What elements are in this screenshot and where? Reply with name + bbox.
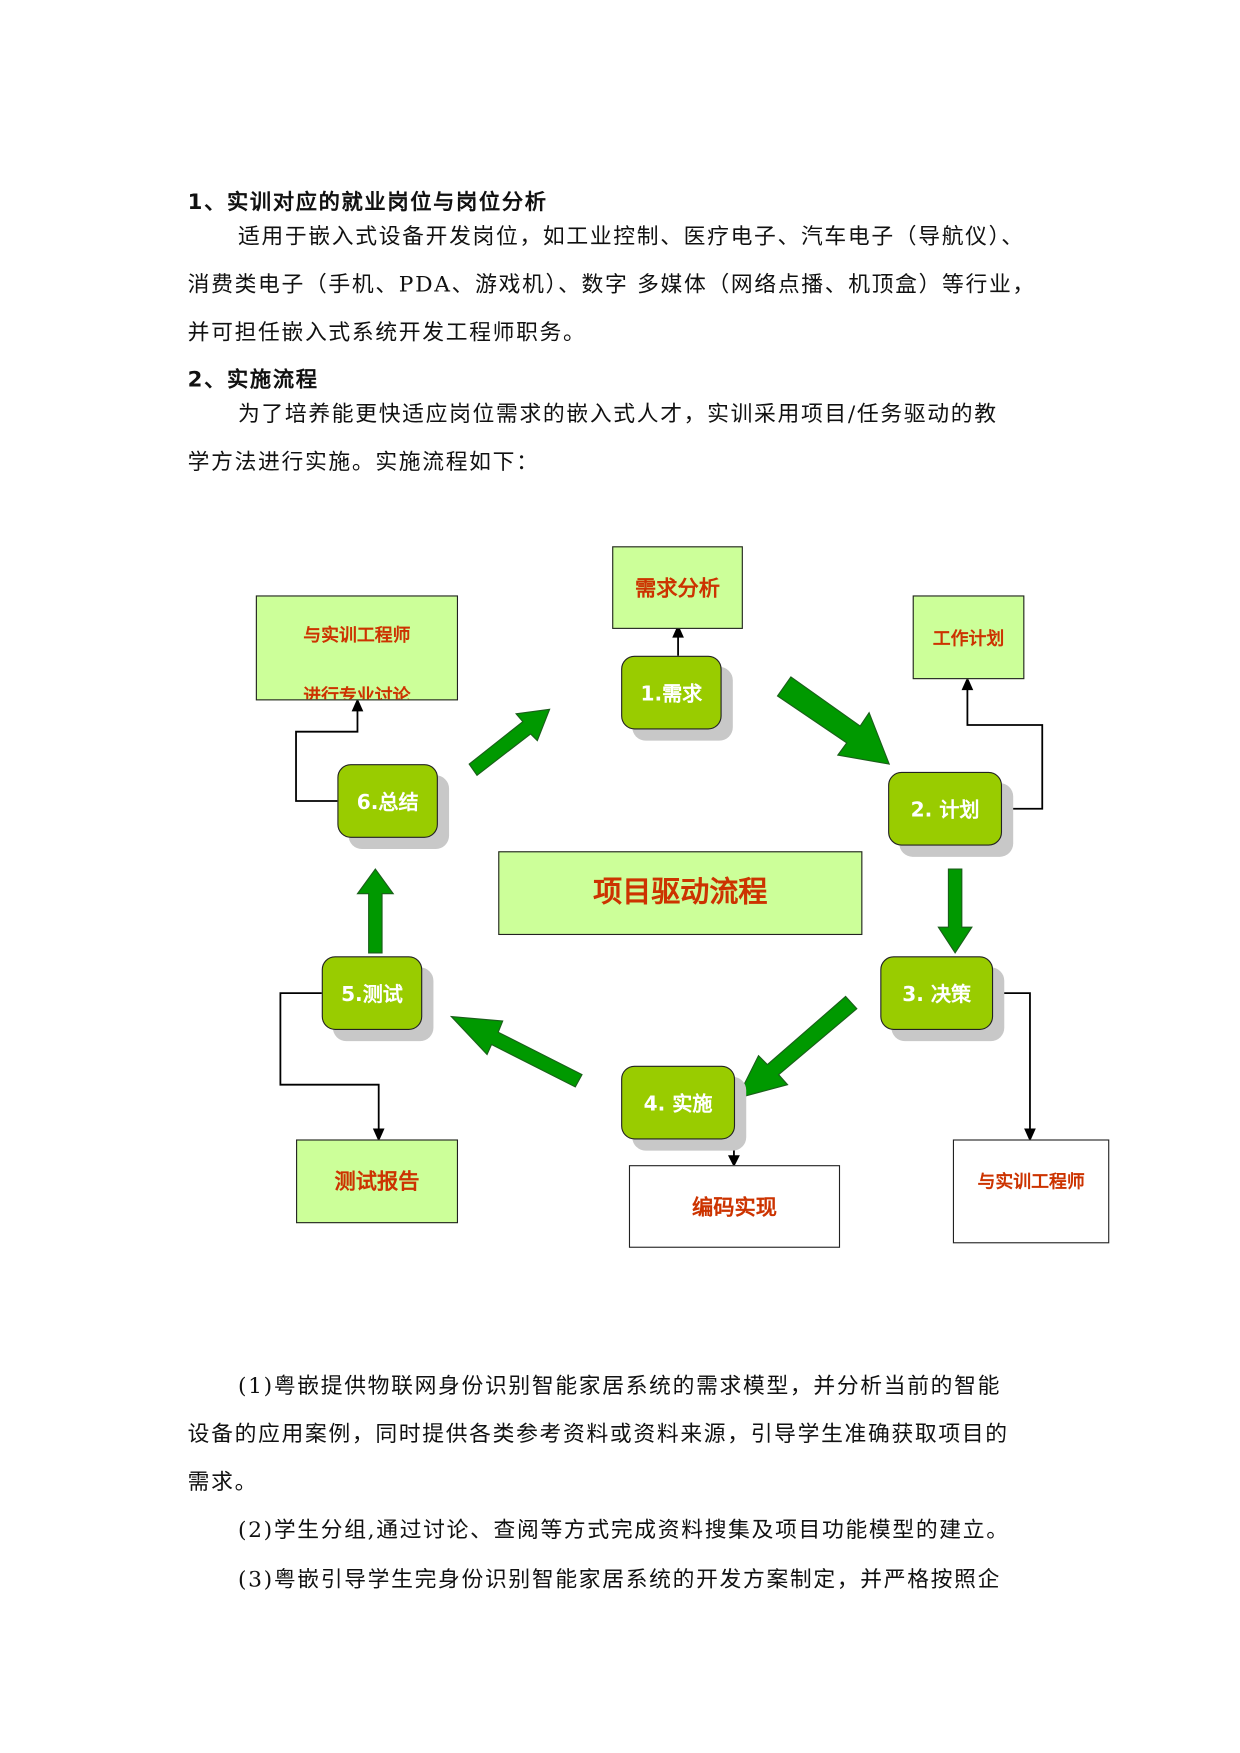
- arrow-plan-to-decision: [937, 868, 973, 954]
- output-coding: 编码实现: [628, 1165, 841, 1248]
- arrow-test-to-summary: [356, 868, 395, 954]
- output-decision-engineer: 与实训工程师: [952, 1139, 1110, 1244]
- paragraph-line: 并可担任嵌入式系统开发工程师职务。: [187, 319, 587, 346]
- step-test: 5.测试: [321, 956, 423, 1030]
- connector-plan: [966, 683, 1044, 810]
- paragraph-line: (2)学生分组,通过讨论、查阅等方式完成资料搜集及项目功能模型的建立。: [237, 1517, 1010, 1543]
- output-demand-analysis: 需求分析: [612, 546, 743, 629]
- output-work-plan: 工作计划: [912, 595, 1025, 680]
- paragraph-line: 学方法进行实施。实施流程如下：: [187, 449, 540, 475]
- connector-test: [279, 992, 380, 1133]
- summary-text-1: 与实训工程师: [303, 624, 411, 646]
- output-test-report: 测试报告: [296, 1139, 459, 1224]
- paragraph-line: 消费类电子（手机、PDA、游戏机）、数字 多媒体（网络点播、机顶盒）等行业，: [187, 271, 1036, 298]
- paragraph-line: 需求。: [187, 1468, 259, 1495]
- paragraph-line: 为了培养能更快适应岗位需求的嵌入式人才，实训采用项目/任务驱动的教: [237, 401, 998, 427]
- connector-summary: [295, 706, 359, 802]
- step-implement: 4. 实施: [621, 1065, 736, 1140]
- paragraph-line: 设备的应用案例，同时提供各类参考资料或资料来源，引导学生准确获取项目的: [187, 1420, 1009, 1447]
- summary-text-2: 进行专业讨论: [303, 684, 411, 701]
- step-decision: 3. 决策: [880, 956, 994, 1030]
- section1-heading: 1、实训对应的就业岗位与岗位分析: [187, 189, 548, 215]
- paragraph-line: 适用于嵌入式设备开发岗位，如工业控制、医疗电子、汽车电子（导航仪）、: [237, 223, 1025, 250]
- arrow-implement-to-test: [449, 1015, 583, 1088]
- step-demand: 1.需求: [621, 655, 722, 730]
- output-summary-discussion: 与实训工程师进行专业讨论: [255, 595, 459, 701]
- paragraph-line: (1)粤嵌提供物联网身份识别智能家居系统的需求模型，并分析当前的智能: [237, 1372, 1002, 1399]
- section2-heading: 2、实施流程: [187, 367, 319, 393]
- arrow-summary-to-demand: [468, 708, 551, 777]
- arrow-demand-to-plan: [776, 676, 891, 765]
- step-plan: 2. 计划: [888, 771, 1003, 846]
- center-title: 项目驱动流程: [498, 851, 863, 936]
- paragraph-line: (3)粤嵌引导学生完身份识别智能家居系统的开发方案制定，并严格按照企: [237, 1566, 1002, 1592]
- connector-decision: [993, 992, 1031, 1133]
- arrow-decision-to-implement: [736, 995, 858, 1099]
- step-summary: 6.总结: [337, 764, 438, 838]
